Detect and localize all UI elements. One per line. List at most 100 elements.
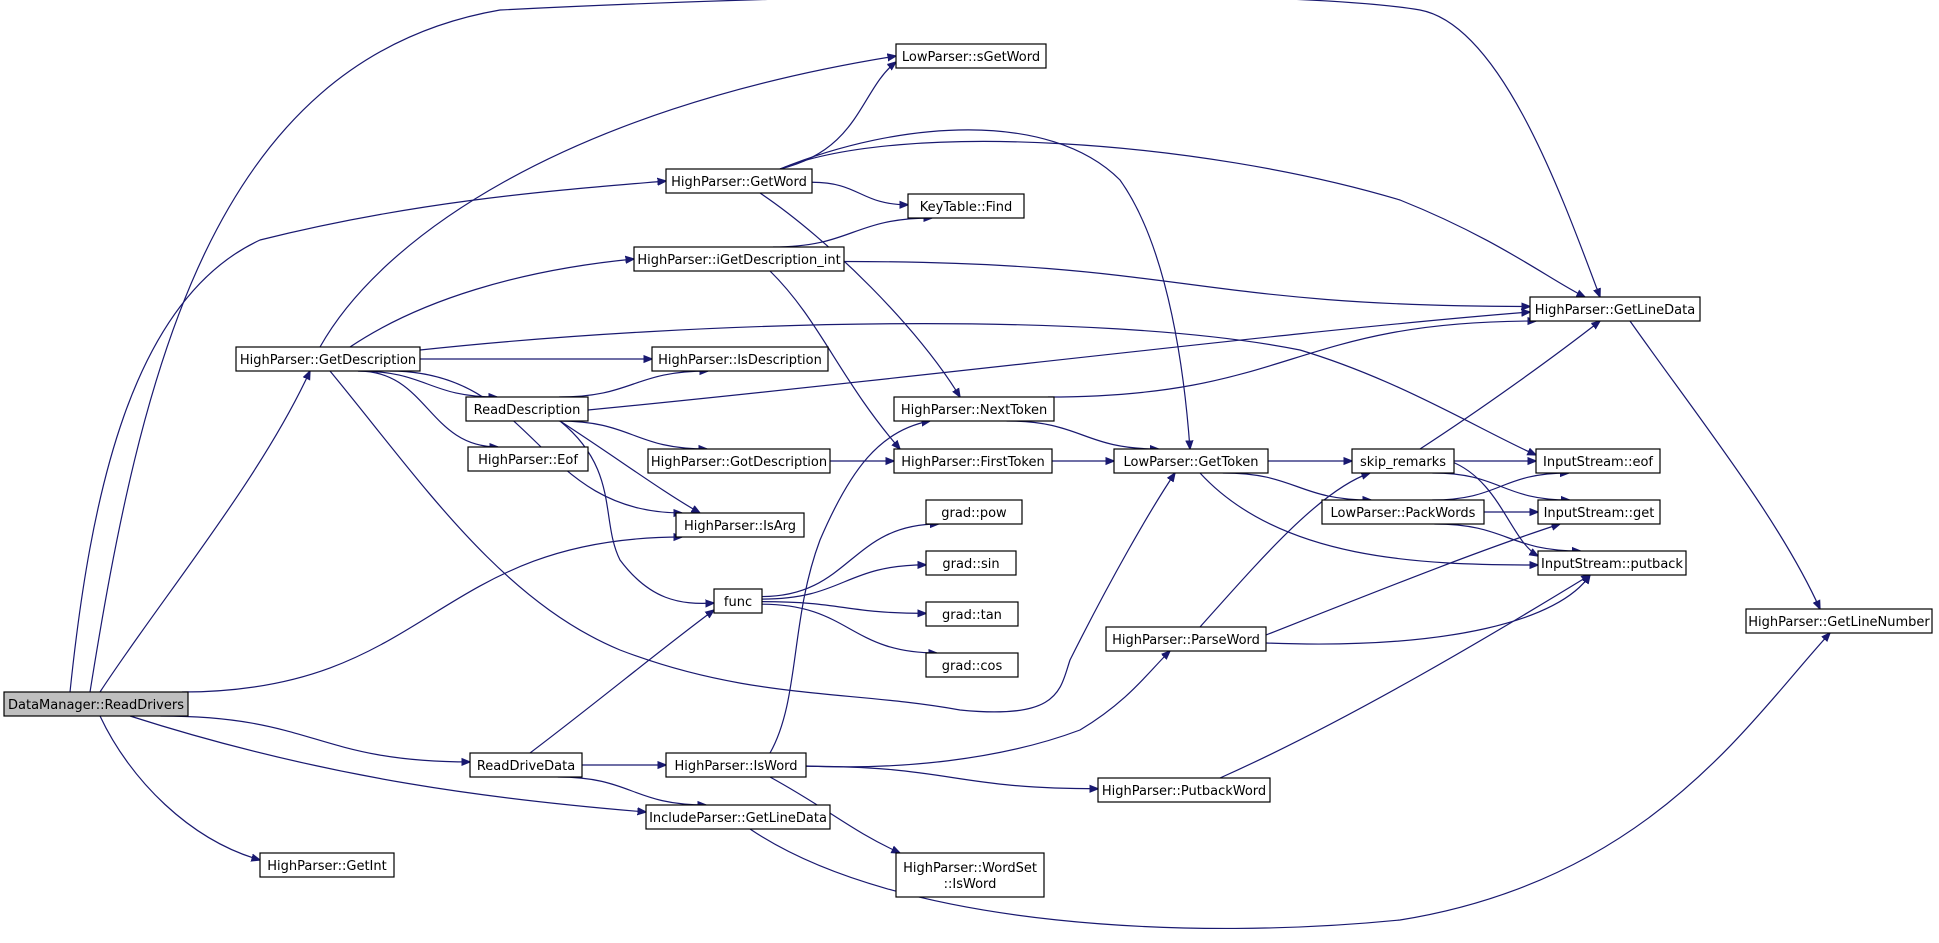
- node-label: HighParser::GetLineNumber: [1748, 615, 1930, 630]
- node-wordsetisword[interactable]: HighParser::WordSet::IsWord: [895, 852, 1045, 898]
- edge-line: [843, 260, 1530, 307]
- edge-readdescription-to-hpgetlinedata: [587, 312, 1530, 411]
- node-getdescription[interactable]: HighParser::GetDescription: [235, 346, 421, 372]
- edge-skipremarks-to-hpgetlinedata: [1419, 321, 1600, 450]
- edge-getword-to-keytablefind: [811, 181, 908, 205]
- edge-line: [587, 312, 1530, 411]
- node-sgetword[interactable]: LowParser::sGetWord: [895, 43, 1047, 69]
- edge-line: [69, 181, 666, 693]
- node-label: HighParser::IsDescription: [658, 353, 822, 368]
- node-gradtan[interactable]: grad::tan: [925, 601, 1019, 627]
- node-getint[interactable]: HighParser::GetInt: [259, 852, 395, 878]
- node-box: [665, 168, 813, 194]
- node-getword[interactable]: HighParser::GetWord: [665, 168, 813, 194]
- node-skipremarks[interactable]: skip_remarks: [1351, 448, 1455, 474]
- node-isarg[interactable]: HighParser::IsArg: [675, 512, 805, 538]
- edge-readdescription-to-func: [559, 420, 714, 603]
- edge-readdescription-to-gotdescription: [558, 420, 707, 449]
- node-gradpow[interactable]: grad::pow: [925, 499, 1023, 525]
- edge-line: [419, 323, 1536, 455]
- node-label: ReadDriveData: [477, 759, 575, 774]
- node-hpgetlinedata[interactable]: HighParser::GetLineData: [1529, 296, 1701, 322]
- edge-readdrivers-to-isarg: [181, 537, 682, 693]
- edge-readdrivers-to-readdrivedata: [160, 715, 471, 762]
- edge-nexttoken-to-hpgetlinedata: [1047, 321, 1536, 398]
- node-readdrivedata[interactable]: ReadDriveData: [469, 752, 583, 778]
- node-readdescription[interactable]: ReadDescription: [465, 396, 589, 422]
- edge-parseword-to-isget: [1265, 524, 1560, 636]
- node-igetdescriptionint[interactable]: HighParser::iGetDescription_int: [633, 246, 845, 272]
- edge-line: [389, 370, 682, 513]
- node-label: ReadDescription: [474, 403, 581, 418]
- node-label: HighParser::IsArg: [684, 519, 796, 534]
- node-label: IncludeParser::GetLineData: [649, 811, 827, 826]
- node-box: [3, 691, 189, 717]
- node-label: LowParser::PackWords: [1331, 506, 1476, 521]
- edge-line: [1219, 575, 1590, 779]
- node-isword[interactable]: HighParser::IsWord: [665, 752, 807, 778]
- edges-layer: [69, 0, 1830, 930]
- node-nexttoken[interactable]: HighParser::NextToken: [893, 396, 1055, 422]
- node-box: [713, 588, 763, 614]
- node-label: LowParser::sGetWord: [902, 50, 1040, 65]
- node-readdrivers[interactable]: DataManager::ReadDrivers: [3, 691, 189, 717]
- node-lpgettoken[interactable]: LowParser::GetToken: [1113, 448, 1269, 474]
- node-func[interactable]: func: [713, 588, 763, 614]
- node-includegetlinedata[interactable]: IncludeParser::GetLineData: [645, 804, 831, 830]
- node-box: [925, 499, 1023, 525]
- node-iseof[interactable]: InputStream::eof: [1535, 448, 1661, 474]
- edge-nexttoken-to-lpgettoken: [1006, 420, 1159, 449]
- node-box: [1529, 296, 1701, 322]
- node-gradsin[interactable]: grad::sin: [925, 550, 1017, 576]
- edge-readdescription-to-isdescription: [558, 371, 708, 398]
- node-firsttoken[interactable]: HighParser::FirstToken: [893, 448, 1053, 474]
- edge-parseword-to-skipremarks: [1199, 473, 1370, 628]
- node-box: [1537, 550, 1687, 576]
- edge-line: [1449, 460, 1538, 556]
- edge-line: [558, 371, 708, 398]
- node-label: HighParser::FirstToken: [901, 455, 1044, 470]
- node-packwords[interactable]: LowParser::PackWords: [1321, 499, 1485, 525]
- node-keytablefind[interactable]: KeyTable::Find: [907, 193, 1025, 219]
- node-label: HighParser::iGetDescription_int: [637, 253, 840, 268]
- node-putbackword[interactable]: HighParser::PutbackWord: [1097, 777, 1271, 803]
- node-getlinenumber[interactable]: HighParser::GetLineNumber: [1745, 608, 1933, 634]
- node-box: [925, 550, 1017, 576]
- node-box: [1745, 608, 1933, 634]
- node-label: HighParser::IsWord: [674, 759, 797, 774]
- node-parseword[interactable]: HighParser::ParseWord: [1105, 626, 1267, 652]
- edge-line: [558, 420, 707, 449]
- edge-readdrivedata-to-includegetlinedata: [557, 776, 706, 805]
- edge-line: [805, 651, 1170, 768]
- node-gradcos[interactable]: grad::cos: [925, 652, 1019, 678]
- edge-getword-to-hpgetlinedata: [779, 140, 1585, 297]
- node-box: [665, 752, 807, 778]
- edge-line: [761, 603, 937, 653]
- node-isget[interactable]: InputStream::get: [1537, 499, 1661, 525]
- node-eof[interactable]: HighParser::Eof: [467, 446, 589, 472]
- edge-getdescription-to-isarg: [389, 370, 682, 513]
- node-isdescription[interactable]: HighParser::IsDescription: [651, 346, 829, 372]
- node-isputback[interactable]: InputStream::putback: [1537, 550, 1687, 576]
- node-box: [1321, 499, 1485, 525]
- node-label: HighParser::GetDescription: [240, 353, 416, 368]
- node-gotdescription[interactable]: HighParser::GotDescription: [647, 448, 831, 474]
- node-label: grad::tan: [942, 608, 1002, 623]
- edge-skipremarks-to-isputback: [1449, 460, 1538, 556]
- edge-packwords-to-isputback: [1434, 523, 1580, 551]
- edge-func-to-gradsin: [761, 565, 926, 600]
- edge-line: [769, 270, 900, 449]
- edge-getdescription-to-readdescription: [357, 370, 497, 397]
- edge-hpgetlinedata-to-getlinenumber: [1629, 320, 1820, 609]
- node-box: [925, 652, 1019, 678]
- node-label: HighParser::GetInt: [267, 859, 386, 874]
- edge-line: [1222, 472, 1371, 500]
- edge-line: [529, 610, 714, 754]
- edge-line: [99, 715, 260, 860]
- edge-parseword-to-isputback: [1265, 575, 1590, 645]
- node-box: [651, 346, 829, 372]
- edge-igetdescriptionint-to-firsttoken: [769, 270, 900, 449]
- node-label: HighParser::GetWord: [671, 175, 807, 190]
- edge-line: [773, 218, 932, 248]
- edge-getdescription-to-eof: [357, 370, 498, 447]
